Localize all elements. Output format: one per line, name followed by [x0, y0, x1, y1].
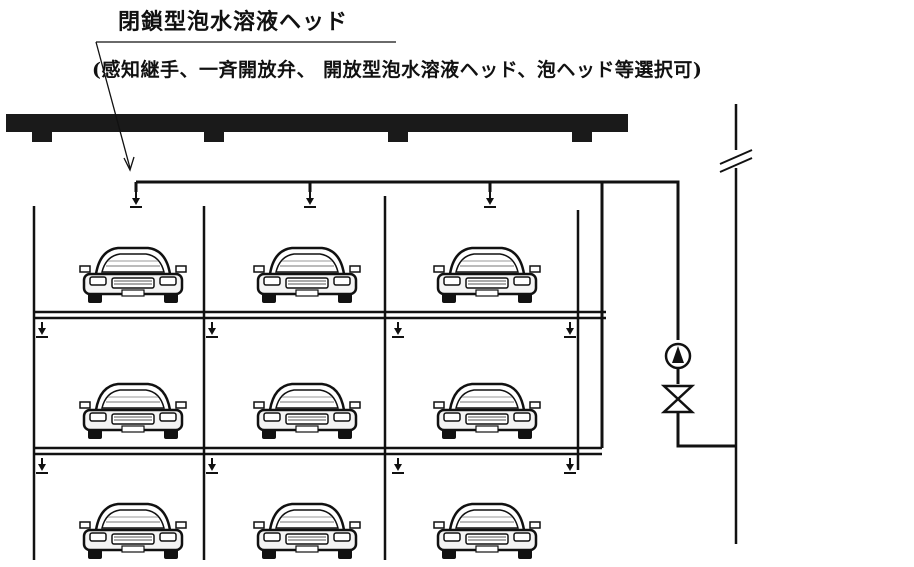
pump-icon — [664, 342, 692, 370]
foam-head-icon — [391, 457, 405, 474]
pallet-floor — [34, 310, 606, 456]
gate-valve-icon — [660, 368, 696, 420]
head-title-label: 閉鎖型泡水溶液ヘッド — [118, 9, 349, 35]
car-icon — [432, 502, 542, 561]
foam-head-icon — [483, 191, 497, 208]
car-icon — [252, 502, 362, 561]
foam-head-icon — [205, 321, 219, 338]
beam-support — [204, 128, 224, 142]
foam-head-icon — [303, 191, 317, 208]
car-icon — [78, 382, 188, 441]
parked-cars — [78, 246, 542, 561]
foam-head-icon — [563, 321, 577, 338]
beam-support — [32, 128, 52, 142]
beam-support — [572, 128, 592, 142]
car-icon — [78, 246, 188, 305]
foam-head-icon — [205, 457, 219, 474]
car-icon — [252, 382, 362, 441]
foam-head-icon — [563, 457, 577, 474]
foam-head-icon — [129, 191, 143, 208]
beam-support — [388, 128, 408, 142]
car-icon — [432, 246, 542, 305]
pipe-break-icon — [719, 149, 753, 173]
ceiling-beam — [6, 114, 628, 124]
foam-head-icon — [391, 321, 405, 338]
car-icon — [252, 246, 362, 305]
rack-frame — [32, 196, 580, 560]
car-icon — [432, 382, 542, 441]
head-note-label: (感知継手、一斉開放弁、 開放型泡水溶液ヘッド、泡ヘッド等選択可) — [92, 59, 703, 81]
foam-head-icon — [35, 457, 49, 474]
car-icon — [78, 502, 188, 561]
leader-arrow-icon — [95, 41, 396, 172]
foam-head-icon — [35, 321, 49, 338]
